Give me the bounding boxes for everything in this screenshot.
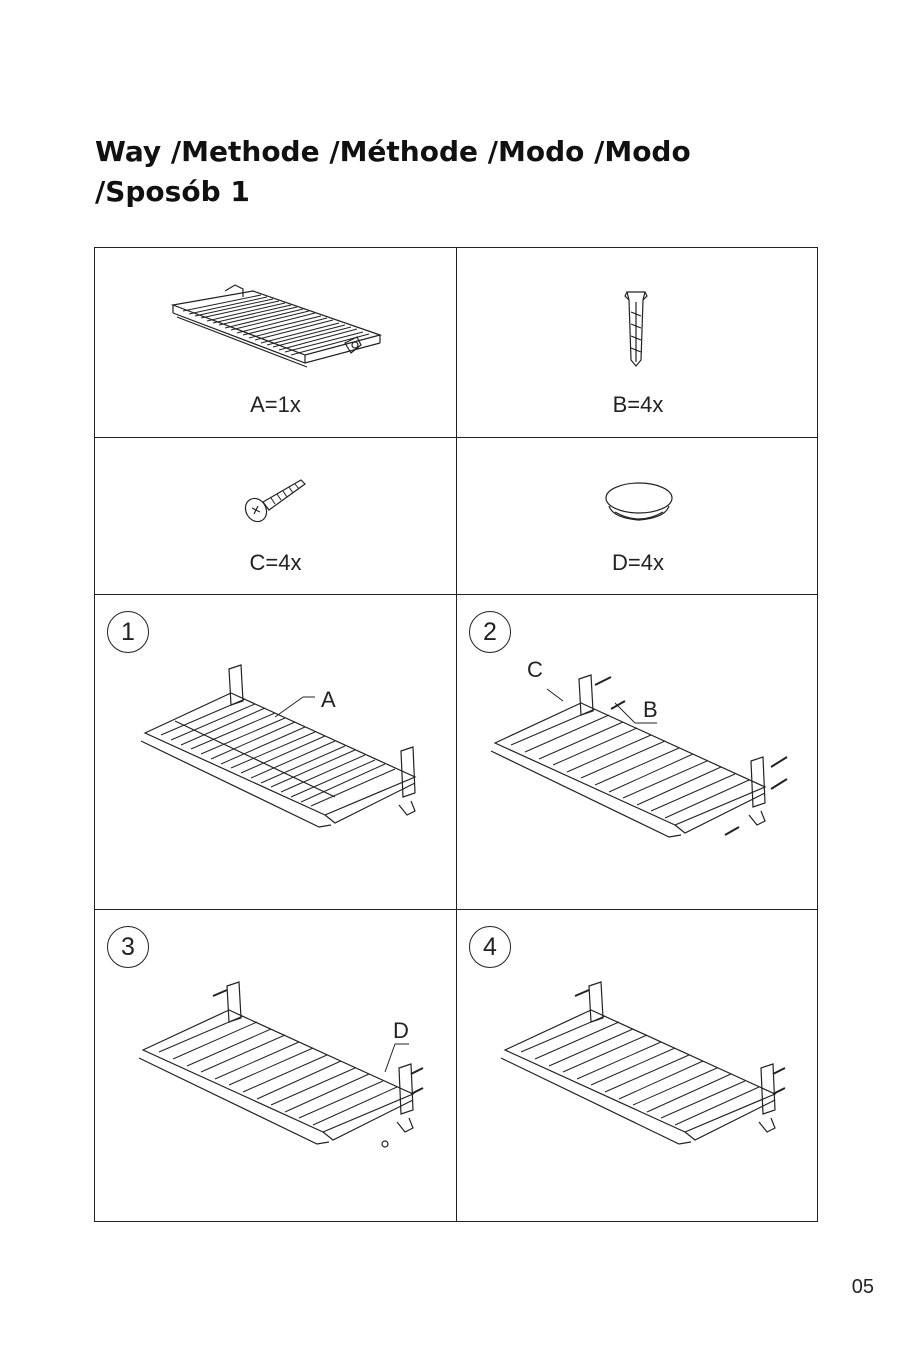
step-4-panel: 4 (457, 910, 819, 1223)
callout-c: C (527, 657, 543, 683)
assembled-shelf-illustration (135, 665, 425, 845)
wall-plug-icon (621, 288, 651, 368)
completed-shelf-illustration (495, 982, 795, 1162)
part-b-quantity: B=4x (457, 392, 819, 418)
title-line-2: /Sposób 1 (95, 172, 691, 212)
step-3-panel: 3 (95, 910, 456, 1223)
shelf-with-screws-illustration (485, 665, 795, 855)
step-1-number: 1 (107, 611, 149, 653)
shelf-rack-icon (165, 283, 385, 373)
part-c-cell: C=4x (95, 438, 456, 594)
part-c-quantity: C=4x (95, 550, 456, 576)
page-number: 05 (852, 1276, 874, 1299)
step-2-number: 2 (469, 611, 511, 653)
callout-b: B (643, 697, 658, 723)
step-3-number: 3 (107, 926, 149, 968)
page-title: Way /Methode /Méthode /Modo /Modo /Sposó… (95, 132, 691, 212)
part-d-cell: D=4x (457, 438, 819, 594)
callout-a: A (321, 687, 336, 713)
screw-icon (243, 476, 313, 526)
part-d-quantity: D=4x (457, 550, 819, 576)
callout-d: D (393, 1018, 409, 1044)
instruction-grid: A=1x B=4x C=4x (94, 247, 818, 1222)
step-1-panel: 1 A (95, 595, 456, 909)
part-a-cell: A=1x (95, 248, 456, 437)
part-b-cell: B=4x (457, 248, 819, 437)
cover-cap-icon (603, 480, 675, 525)
part-a-quantity: A=1x (95, 392, 456, 418)
step-2-panel: 2 (457, 595, 819, 909)
step-4-number: 4 (469, 926, 511, 968)
title-line-1: Way /Methode /Méthode /Modo /Modo (95, 132, 691, 172)
shelf-mounted-with-cap-illustration (133, 982, 433, 1162)
